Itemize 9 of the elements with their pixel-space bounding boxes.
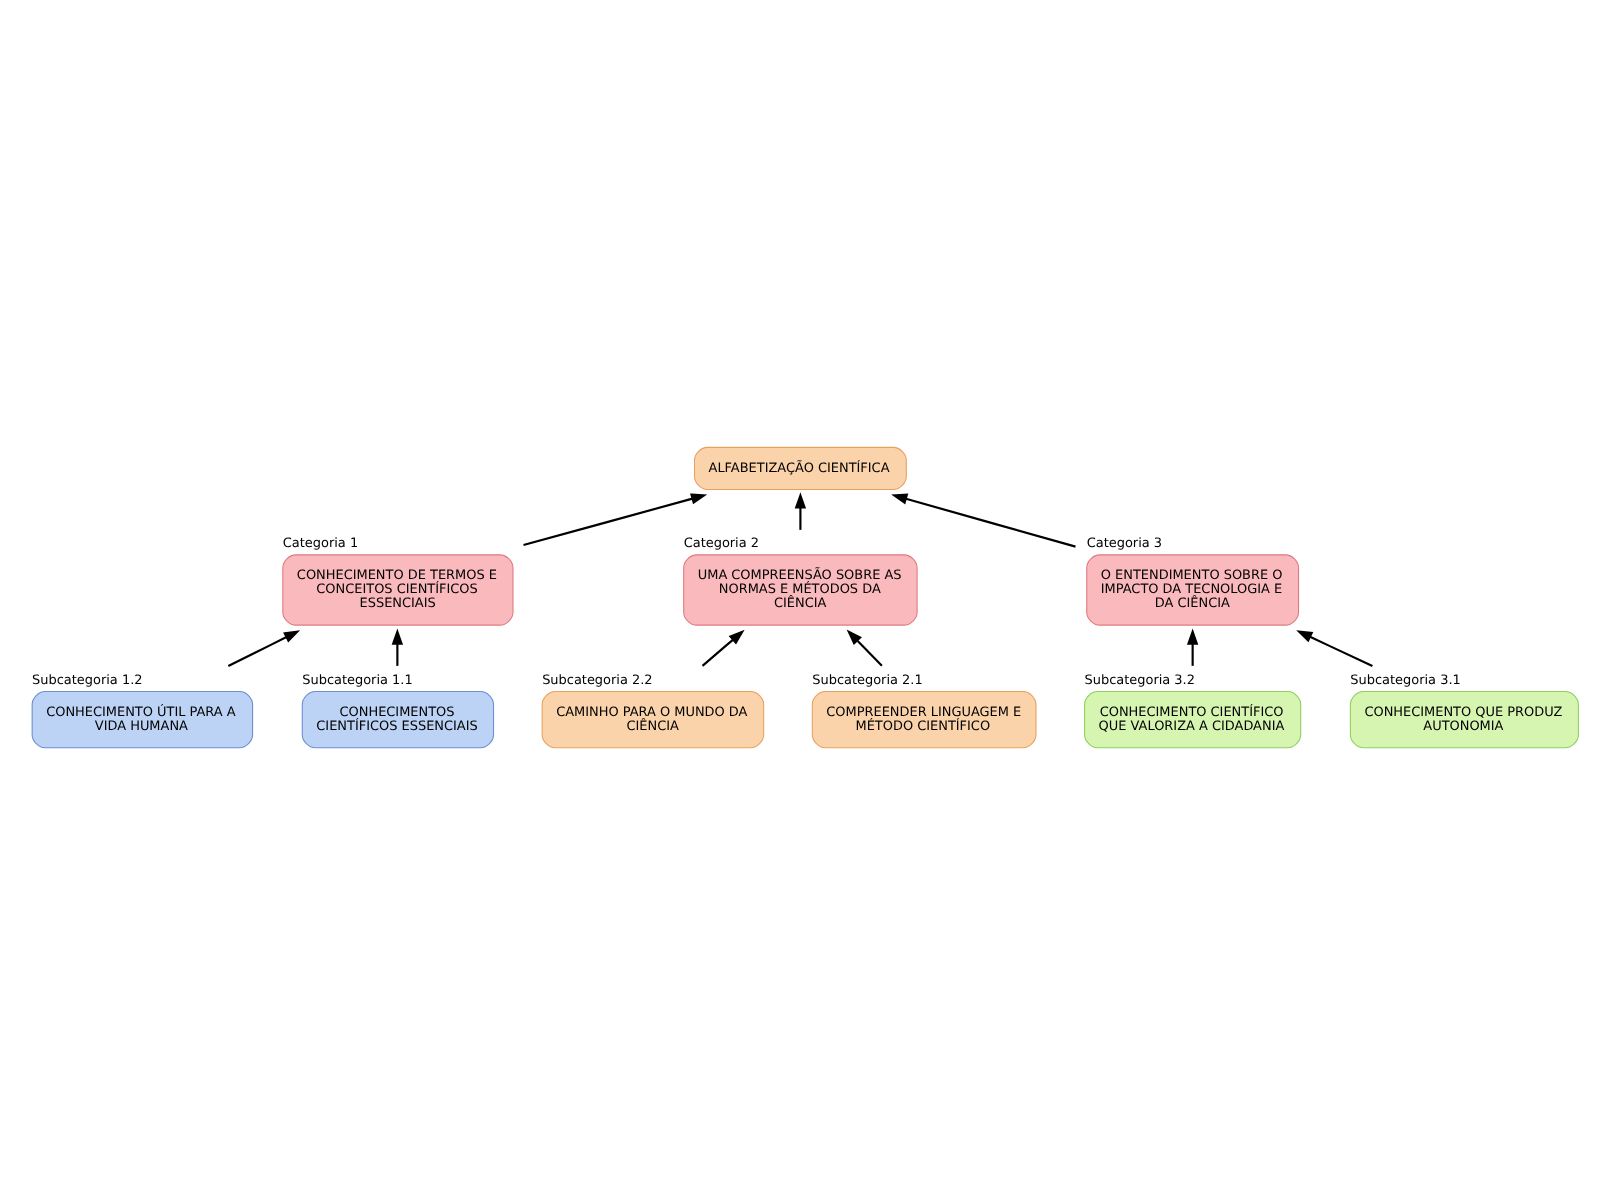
arrow [846, 629, 883, 667]
arrow [391, 628, 404, 666]
arrow [794, 492, 807, 530]
arrow [1296, 630, 1373, 667]
arrow [891, 493, 1076, 548]
arrow [701, 629, 745, 667]
arrow [1186, 628, 1199, 666]
arrow [227, 630, 301, 667]
arrow [523, 493, 708, 547]
